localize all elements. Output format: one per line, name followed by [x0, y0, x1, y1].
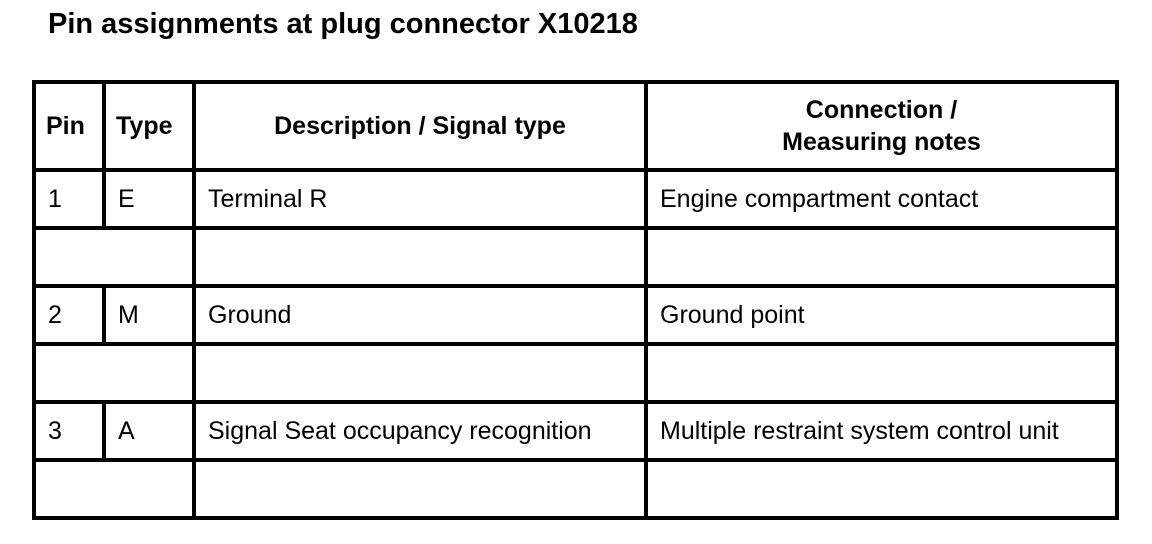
connection-cell: Ground point — [648, 288, 1115, 342]
pin-assignment-table: Pin Type Description / Signal type Conne… — [32, 80, 1119, 520]
spacer-cell — [196, 230, 644, 284]
spacer-cell — [36, 462, 192, 516]
pin-cell: 1 — [36, 172, 102, 226]
header-description: Description / Signal type — [196, 84, 644, 168]
pin-cell: 2 — [36, 288, 102, 342]
table-row: 1 E Terminal R Engine compartment contac… — [36, 172, 1115, 226]
header-connection-line1: Connection / — [805, 96, 958, 124]
table-spacer-row — [36, 230, 1115, 284]
spacer-cell — [196, 346, 644, 400]
connection-cell: Engine compartment contact — [648, 172, 1115, 226]
spacer-cell — [648, 462, 1115, 516]
spacer-cell — [648, 230, 1115, 284]
page-title: Pin assignments at plug connector X10218 — [48, 8, 638, 40]
description-cell: Ground — [196, 288, 644, 342]
description-cell: Signal Seat occupancy recognition — [196, 404, 644, 458]
table-row: 2 M Ground Ground point — [36, 288, 1115, 342]
header-pin: Pin — [36, 84, 102, 168]
header-connection-line2: Measuring notes — [782, 128, 981, 156]
type-cell: A — [106, 404, 192, 458]
table-spacer-row — [36, 462, 1115, 516]
spacer-cell — [36, 346, 192, 400]
pin-cell: 3 — [36, 404, 102, 458]
type-cell: M — [106, 288, 192, 342]
spacer-cell — [648, 346, 1115, 400]
spacer-cell — [196, 462, 644, 516]
header-type: Type — [106, 84, 192, 168]
table-row: 3 A Signal Seat occupancy recognition Mu… — [36, 404, 1115, 458]
header-connection: Connection / Measuring notes — [648, 84, 1115, 168]
connection-cell: Multiple restraint system control unit — [648, 404, 1115, 458]
spacer-cell — [36, 230, 192, 284]
type-cell: E — [106, 172, 192, 226]
table-header-row: Pin Type Description / Signal type Conne… — [36, 84, 1115, 168]
table-spacer-row — [36, 346, 1115, 400]
description-cell: Terminal R — [196, 172, 644, 226]
